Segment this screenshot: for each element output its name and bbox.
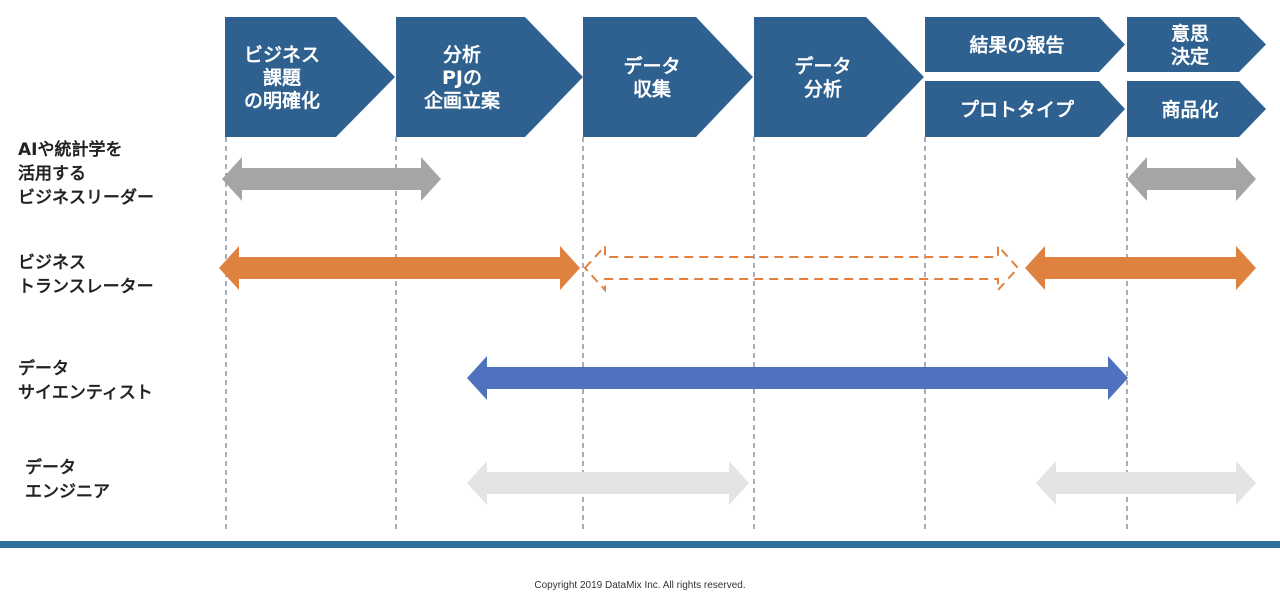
role-label-business-leader: AIや統計学を 活用する ビジネスリーダー	[18, 138, 154, 210]
phase-chevron	[925, 17, 1125, 72]
role-line: データ	[18, 359, 69, 379]
leader-arrow-left	[222, 157, 441, 201]
phase-label: 課題	[263, 66, 302, 89]
phase-chevron	[225, 17, 395, 137]
phase-chevron	[1127, 81, 1266, 137]
role-line: AIや統計学を	[18, 140, 123, 160]
role-line: ビジネス	[18, 253, 86, 273]
phase-label: 商品化	[1161, 98, 1218, 121]
role-label-data-engineer: データ エンジニア	[25, 456, 110, 504]
scientist-arrow	[467, 356, 1128, 400]
phase-label: 企画立案	[423, 89, 501, 112]
phase-label: 決定	[1171, 45, 1209, 68]
role-line: 活用する	[18, 164, 86, 184]
phase-label: 収集	[633, 78, 672, 101]
phase-label: 分析	[443, 43, 481, 66]
role-line: サイエンティスト	[18, 383, 153, 403]
translator-arrow-right	[1025, 246, 1256, 290]
phase-label: の明確化	[244, 89, 320, 112]
role-line: データ	[25, 458, 76, 478]
role-line: トランスレーター	[18, 277, 154, 297]
phase-label: データ	[623, 55, 680, 78]
phase-label: ビジネス	[244, 44, 320, 66]
phase-chevron	[754, 17, 924, 137]
translator-arrow-left	[219, 246, 580, 290]
role-label-business-translator: ビジネス トランスレーター	[18, 251, 154, 299]
engineer-arrow-left	[467, 461, 749, 505]
phase-chevron	[1127, 17, 1266, 72]
bottom-divider-bar	[0, 541, 1280, 548]
copyright-footer: Copyright 2019 DataMix Inc. All rights r…	[534, 580, 746, 591]
phase-label: 意思	[1171, 22, 1209, 45]
leader-arrow-right	[1127, 157, 1256, 201]
phase-label: 分析	[804, 78, 842, 101]
engineer-arrow-right	[1036, 461, 1256, 505]
phase-chevron	[583, 17, 753, 137]
role-label-data-scientist: データ サイエンティスト	[18, 357, 153, 405]
translator-arrow-dashed	[583, 243, 1020, 293]
phase-label: 結果の報告	[969, 34, 1064, 57]
phase-chevron	[396, 17, 583, 137]
phase-label: PJの	[442, 67, 482, 89]
phase-chevron	[925, 81, 1125, 137]
phase-label: データ	[794, 55, 851, 78]
phase-label: プロトタイプ	[960, 98, 1075, 121]
role-line: ビジネスリーダー	[18, 188, 154, 208]
role-line: エンジニア	[25, 482, 110, 502]
